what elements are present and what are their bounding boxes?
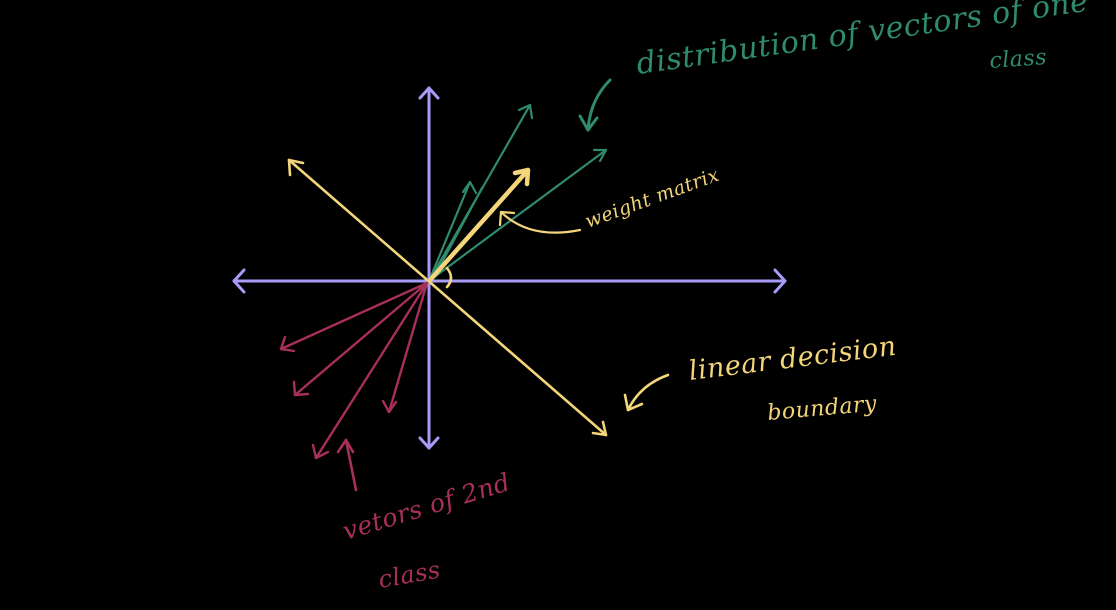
boundary-label-line2: boundary	[766, 391, 878, 425]
boundary-lower-arrowhead	[591, 420, 608, 437]
annotation-labels: distribution of vectors of one class wei…	[339, 0, 1090, 594]
class-two-vectors	[279, 281, 429, 460]
y-axis-top-arrowhead	[418, 86, 440, 100]
class-one-vectors	[427, 103, 608, 283]
x-axis-left-arrowhead	[232, 268, 246, 294]
boundary-label-line1: linear decision	[687, 331, 898, 387]
class-one-arrowhead	[461, 180, 478, 195]
class2-pointer-arrow	[344, 438, 358, 492]
class-two-arrowhead	[292, 380, 310, 397]
distribution-label-line2: class	[989, 45, 1048, 74]
weight-matrix-label: weight matrix	[582, 164, 722, 233]
class-two-vector	[293, 281, 429, 397]
x-axis-right-arrowhead	[773, 268, 787, 294]
decision-boundary	[287, 158, 608, 437]
class-two-arrowhead	[381, 399, 398, 414]
weight-vector	[428, 167, 531, 282]
class-two-vector	[314, 281, 429, 460]
boundary-pointer-arrowhead	[623, 393, 644, 412]
class-two-vector	[279, 281, 429, 351]
class-one-arrowhead	[517, 103, 534, 120]
class-two-vector	[387, 281, 429, 414]
boundary-upper-arrowhead	[287, 158, 305, 177]
class2-pointer-arrowhead	[336, 438, 355, 454]
class-two-arrowhead	[311, 443, 330, 460]
class-one-arrowhead	[592, 148, 608, 163]
right-angle-marker	[445, 266, 453, 289]
annotation-pointers	[336, 78, 670, 492]
class-one-vector	[427, 148, 608, 283]
weight-vector-arrowhead	[512, 167, 531, 187]
weight-pointer-arrow	[499, 210, 582, 234]
weight-vector-line	[428, 167, 531, 282]
decision-boundary-line	[287, 158, 608, 437]
class-one-vector	[431, 186, 484, 281]
coordinate-axes	[232, 86, 787, 450]
class-one-vector	[427, 180, 472, 283]
distribution-pointer-arrow	[586, 78, 612, 132]
y-axis-bottom-arrowhead	[418, 436, 440, 450]
class-two-arrowhead	[279, 335, 296, 353]
weight-pointer-arrowhead	[498, 210, 516, 227]
distribution-pointer-arrowhead	[578, 114, 599, 132]
boundary-pointer-arrow	[626, 373, 670, 412]
class2-label-line2: class	[376, 555, 442, 593]
class2-label-line1: vetors of 2nd	[339, 467, 513, 545]
